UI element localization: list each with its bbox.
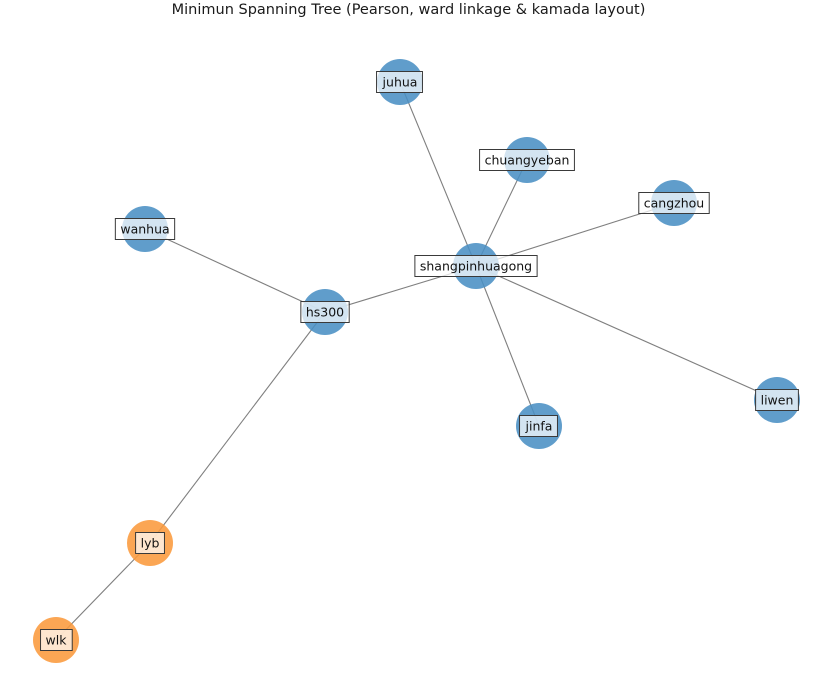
node-label-jinfa: jinfa <box>519 415 558 437</box>
node-label-juhua: juhua <box>376 71 423 93</box>
node-label-box-liwen <box>755 389 799 411</box>
edge-jinfa-shangpinhuagong <box>475 265 540 427</box>
node-label-box-chuangyeban <box>479 149 575 171</box>
node-label-text: jinfa <box>525 419 553 434</box>
node-label-hs300: hs300 <box>300 301 350 323</box>
node-label-wanhua: wanhua <box>114 218 176 240</box>
node-label-box-shangpinhuagong <box>414 255 538 277</box>
node-label-text: juhua <box>382 75 418 90</box>
nodes-layer <box>33 59 800 663</box>
node-label-box-cangzhou <box>638 192 710 214</box>
node-label-box-hs300 <box>300 301 350 323</box>
node-label-text: hs300 <box>306 305 344 320</box>
node-label-text: liwen <box>761 393 794 408</box>
node-label-text: cangzhou <box>644 196 704 211</box>
node-label-chuangyeban: chuangyeban <box>479 149 575 171</box>
node-label-box-juhua <box>376 71 423 93</box>
node-label-wlk: wlk <box>40 629 73 651</box>
node-label-text: wlk <box>46 633 68 648</box>
node-label-text: lyb <box>141 536 160 551</box>
node-label-box-lyb <box>135 532 165 554</box>
edge-juhua-shangpinhuagong <box>399 81 477 267</box>
edge-hs300-lyb <box>149 311 326 544</box>
labels-layer: juhua chuangyeban cangzhou wanhua shangpinhu… <box>40 71 799 651</box>
node-label-cangzhou: cangzhou <box>638 192 710 214</box>
node-label-lyb: lyb <box>135 532 165 554</box>
edge-liwen-shangpinhuagong <box>475 265 778 401</box>
node-label-text: shangpinhuagong <box>420 259 532 274</box>
node-label-text: wanhua <box>120 222 169 237</box>
edge-wanhua-hs300 <box>144 228 326 313</box>
diagram-title: Minimun Spanning Tree (Pearson, ward lin… <box>171 2 646 18</box>
node-label-box-wanhua <box>114 218 176 240</box>
node-label-text: chuangyeban <box>485 153 570 168</box>
node-label-liwen: liwen <box>755 389 799 411</box>
node-label-shangpinhuagong: shangpinhuagong <box>414 255 538 277</box>
node-label-box-wlk <box>40 629 73 651</box>
node-label-box-jinfa <box>519 415 558 437</box>
